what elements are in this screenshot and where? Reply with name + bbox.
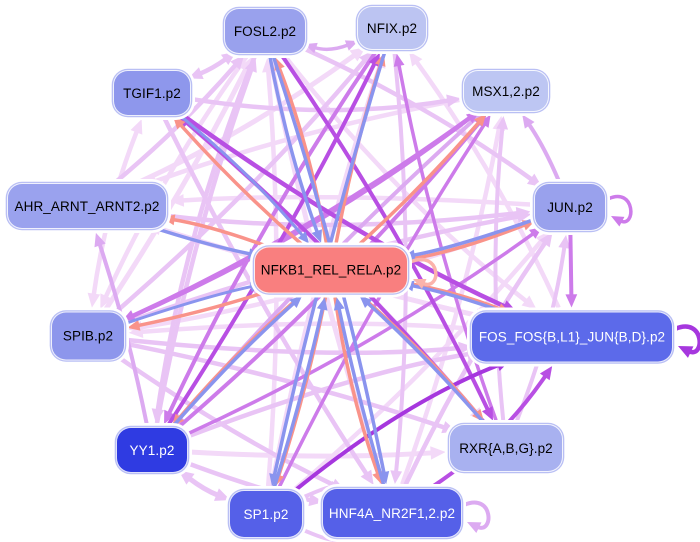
edge-nfix-yy1[interactable] bbox=[164, 50, 378, 425]
node-spib[interactable]: SPIB.p2 bbox=[51, 311, 125, 361]
node-nfix[interactable]: NFIX.p2 bbox=[357, 6, 427, 50]
edge-yy1-rxr[interactable] bbox=[191, 446, 446, 460]
node-hnf4a-nr2f12[interactable]: HNF4A_NR2F1,2.p2 bbox=[322, 488, 462, 538]
edge-nfkb-spib[interactable] bbox=[127, 287, 275, 331]
edge-hnf4a-jun[interactable] bbox=[403, 232, 553, 486]
node-nfkb1-rel-rela[interactable]: NFKB1_REL_RELA.p2 bbox=[254, 246, 408, 294]
edge-fosl2-rxr[interactable] bbox=[280, 54, 493, 421]
node-label: TGIF1.p2 bbox=[123, 85, 181, 101]
edge-sp1-msx12[interactable] bbox=[277, 114, 491, 489]
edge-tgif1-nfkb[interactable] bbox=[177, 113, 310, 244]
edge-nfkb-msx12[interactable] bbox=[358, 113, 487, 246]
edge-tgif1-fosl2[interactable] bbox=[188, 51, 237, 80]
edge-fosl2-nfix[interactable] bbox=[304, 40, 359, 54]
node-ahr-arnt-arnt2[interactable]: AHR_ARNT_ARNT2.p2 bbox=[7, 183, 167, 229]
edge-jun-fos[interactable] bbox=[565, 234, 578, 308]
edge-fosl2-nfkb[interactable] bbox=[268, 57, 322, 243]
self-loop-fos[interactable] bbox=[674, 324, 700, 358]
node-tgif1[interactable]: TGIF1.p2 bbox=[113, 70, 191, 116]
self-loop-hnf4a[interactable] bbox=[463, 500, 491, 534]
edge-rxr-nfkb[interactable] bbox=[359, 295, 485, 424]
node-label: AHR_ARNT_ARNT2.p2 bbox=[14, 198, 160, 214]
node-rxr-a-b-g[interactable]: RXR{A,B,G}.p2 bbox=[449, 424, 563, 472]
edge-rxr-msx12[interactable] bbox=[493, 115, 509, 421]
edge-yy1-sp1[interactable] bbox=[178, 470, 231, 501]
edge-yy1-nfkb[interactable] bbox=[171, 295, 303, 428]
self-loop-nfkb[interactable] bbox=[409, 257, 438, 290]
node-label: HNF4A_NR2F1,2.p2 bbox=[328, 505, 456, 521]
edge-msx12-spib[interactable] bbox=[122, 109, 480, 321]
edge-yy1-jun[interactable] bbox=[184, 227, 543, 437]
edge-sp1-fos[interactable] bbox=[291, 359, 510, 495]
node-label: NFIX.p2 bbox=[366, 20, 418, 36]
node-label: SP1.p2 bbox=[243, 506, 289, 522]
edge-fosl2-jun[interactable] bbox=[300, 45, 543, 187]
node-fos-fosb-l1-junb-d[interactable]: FOS_FOS{B,L1}_JUN{B,D}.p2 bbox=[471, 311, 673, 363]
node-jun[interactable]: JUN.p2 bbox=[534, 183, 606, 231]
edge-fosl2-yy1[interactable] bbox=[151, 56, 257, 424]
node-fosl2[interactable]: FOSL2.p2 bbox=[224, 8, 306, 54]
edge-nfkb-tgif1[interactable] bbox=[173, 116, 303, 246]
node-sp1[interactable]: SP1.p2 bbox=[229, 490, 303, 538]
edge-ahr-nfix[interactable] bbox=[134, 47, 366, 187]
node-yy1[interactable]: YY1.p2 bbox=[116, 427, 188, 473]
node-label: RXR{A,B,G}.p2 bbox=[459, 440, 553, 456]
node-msx12[interactable]: MSX1,2.p2 bbox=[463, 70, 549, 112]
edge-jun-msx12[interactable] bbox=[522, 114, 561, 181]
node-label: FOS_FOS{B,L1}_JUN{B,D}.p2 bbox=[478, 329, 666, 345]
edge-fos-spib[interactable] bbox=[128, 321, 472, 339]
node-label: SPIB.p2 bbox=[62, 328, 114, 344]
node-label: YY1.p2 bbox=[129, 442, 175, 458]
node-label: FOSL2.p2 bbox=[233, 23, 297, 39]
node-label: JUN.p2 bbox=[547, 199, 593, 215]
edge-tgif1-hnf4a[interactable] bbox=[162, 117, 374, 485]
edge-sp1-nfkb[interactable] bbox=[272, 297, 328, 488]
node-label: MSX1,2.p2 bbox=[472, 83, 540, 99]
edge-hnf4a-nfkb[interactable] bbox=[333, 297, 386, 485]
edge-fos-nfix[interactable] bbox=[408, 51, 561, 309]
self-loop-jun[interactable] bbox=[607, 194, 633, 227]
node-label: NFKB1_REL_RELA.p2 bbox=[260, 262, 402, 278]
